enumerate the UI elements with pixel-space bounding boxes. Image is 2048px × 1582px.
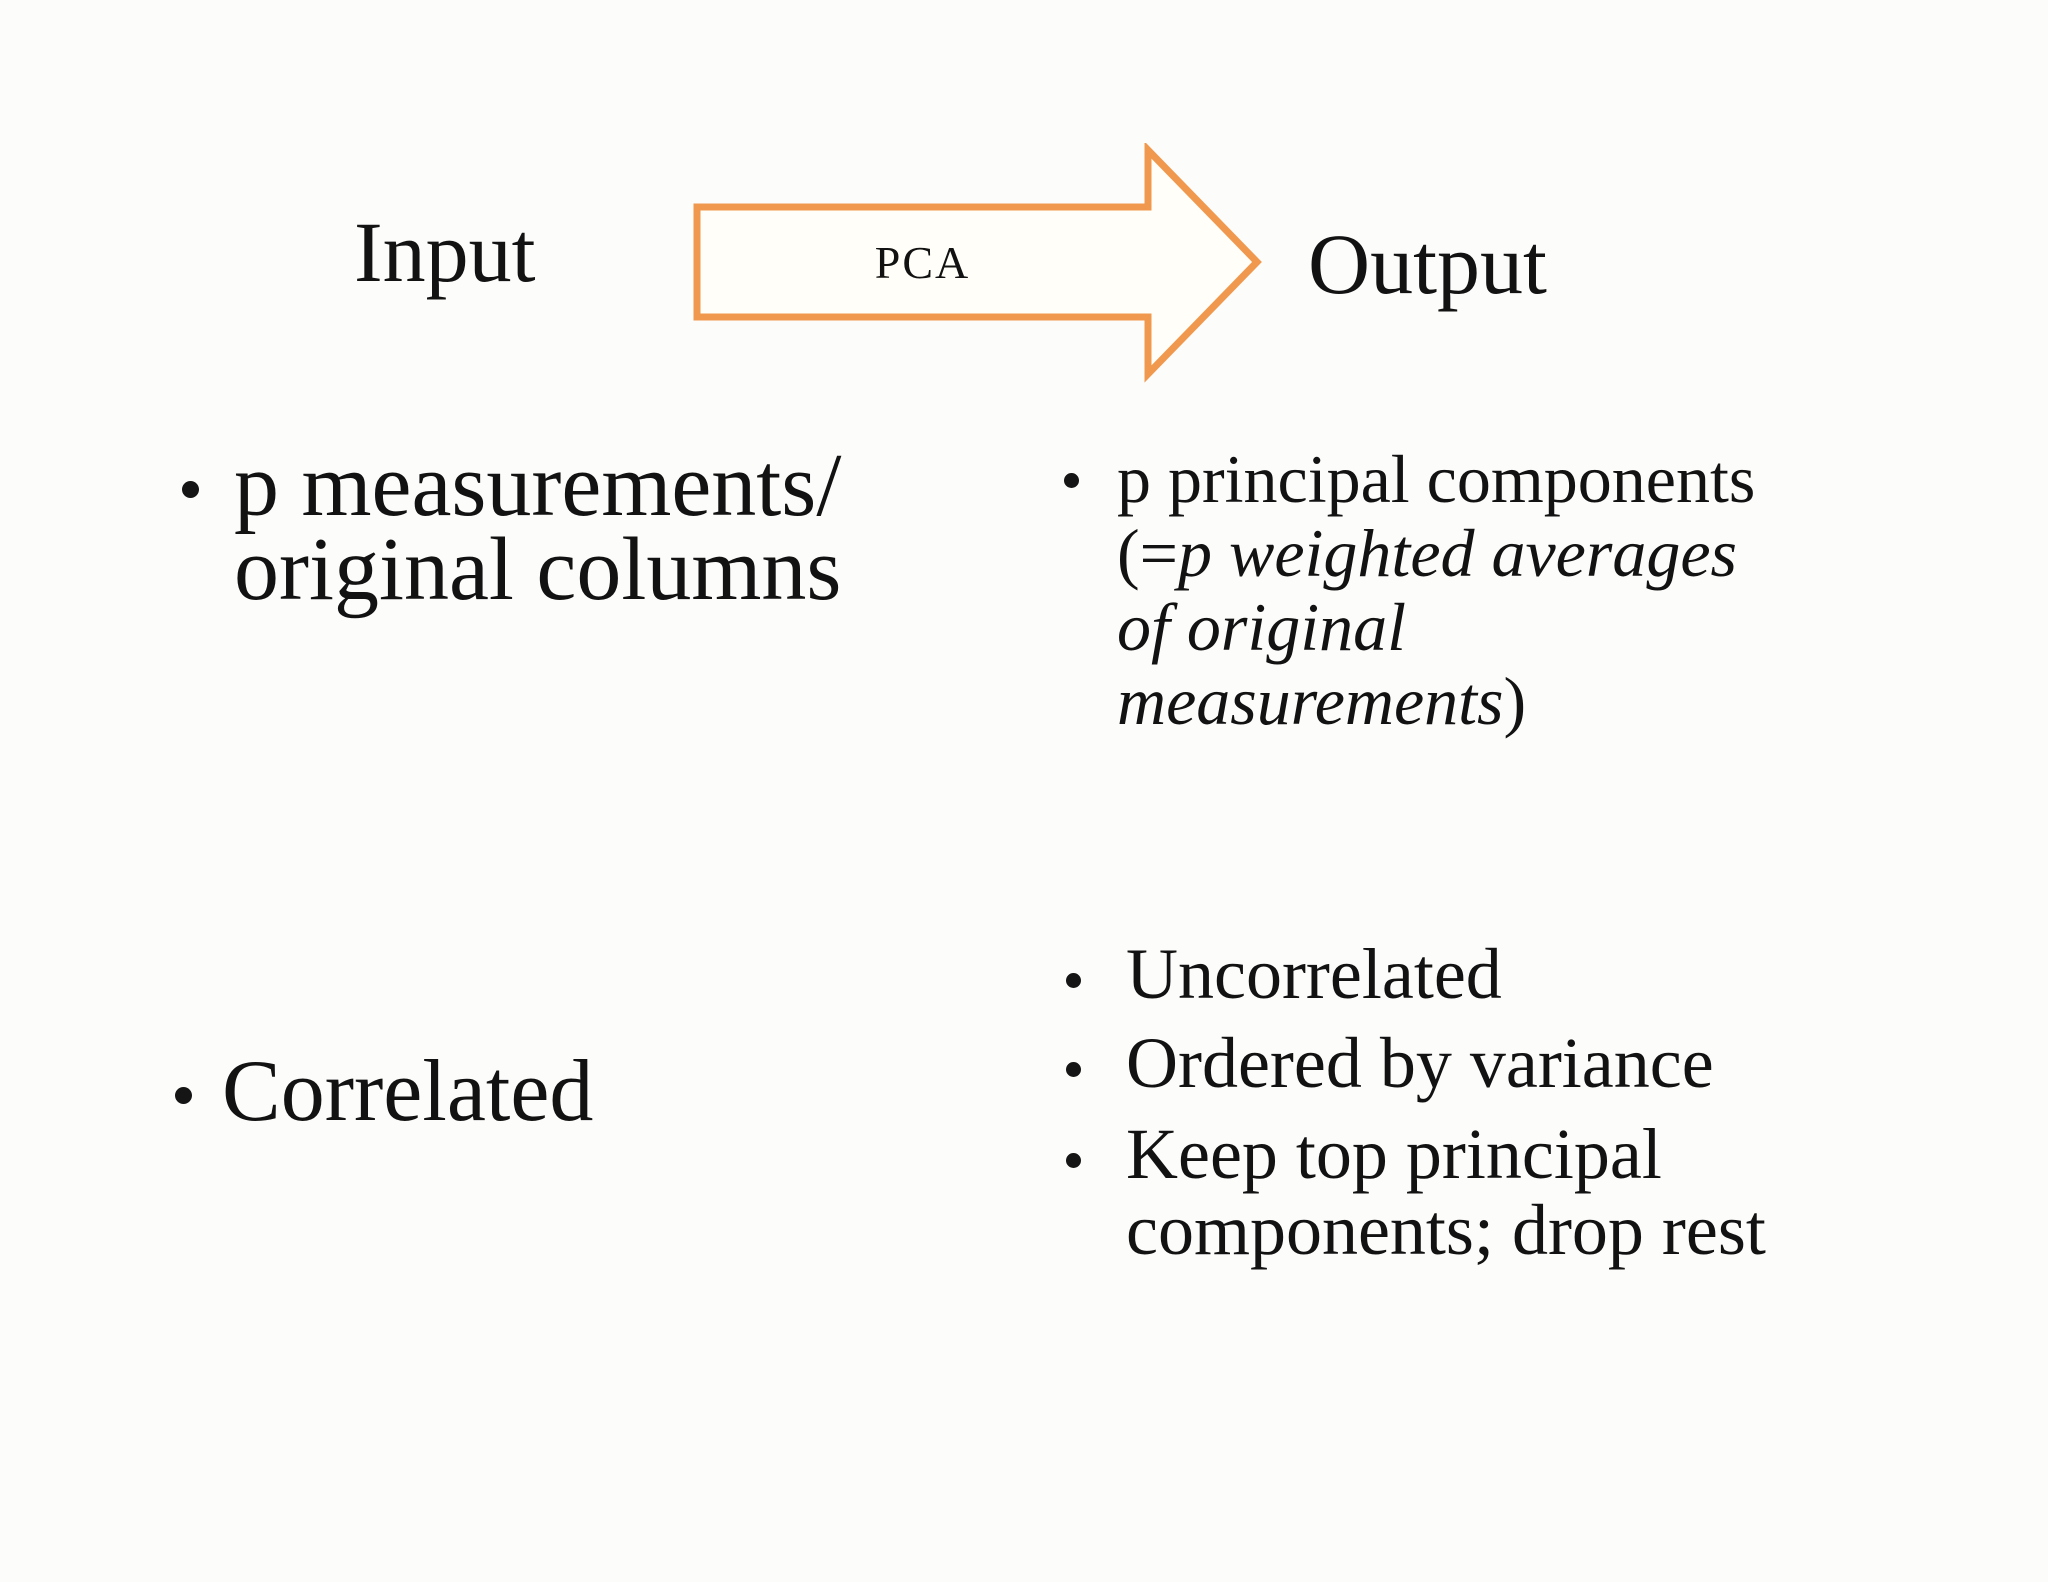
bullet-dot [1066, 1153, 1081, 1168]
bullet-line-text: p measurements/ [234, 436, 842, 535]
left-bullet-correlated: Correlated [222, 1048, 593, 1136]
paren-suffix: ) [1503, 663, 1527, 739]
bullet-line-text: measurements) [1117, 664, 1755, 738]
pca-label: PCA [874, 237, 971, 288]
bullet-dot [1066, 1062, 1081, 1077]
paren-prefix: (= [1117, 515, 1178, 591]
bullet-dot [1066, 973, 1081, 988]
output-heading: Output [1308, 216, 1547, 312]
bullet-dot [175, 1087, 192, 1104]
right-bullet-principal-components: p principal components (=p weighted aver… [1117, 442, 1755, 738]
italic-text: measurements [1117, 663, 1504, 739]
input-heading: Input [354, 204, 536, 300]
bullet-line-text: of original [1117, 589, 1407, 665]
arrow-right-icon [693, 143, 1262, 383]
bullet-line-text: components; drop rest [1126, 1190, 1766, 1270]
bullet-line-text: p principal components [1117, 441, 1756, 517]
left-bullet-measurements: p measurements/ original columns [234, 436, 842, 619]
bullet-line-text: Keep top principal [1126, 1114, 1662, 1194]
right-bullet-ordered-by-variance: Ordered by variance [1126, 1025, 1714, 1102]
bullet-line-text: (=p weighted averages [1117, 516, 1755, 590]
bullet-line-text: Uncorrelated [1126, 934, 1502, 1014]
arrow-right-shape [693, 143, 1262, 383]
bullet-line-text: Ordered by variance [1126, 1023, 1714, 1103]
bullet-dot [182, 481, 199, 498]
bullet-line-text: original columns [234, 520, 842, 619]
bullet-dot [1064, 473, 1079, 488]
right-bullet-uncorrelated: Uncorrelated [1126, 936, 1502, 1013]
bullet-line-text: Correlated [222, 1043, 594, 1140]
italic-text: p weighted averages [1178, 515, 1737, 591]
right-bullet-keep-top: Keep top principal components; drop rest [1126, 1116, 1766, 1268]
